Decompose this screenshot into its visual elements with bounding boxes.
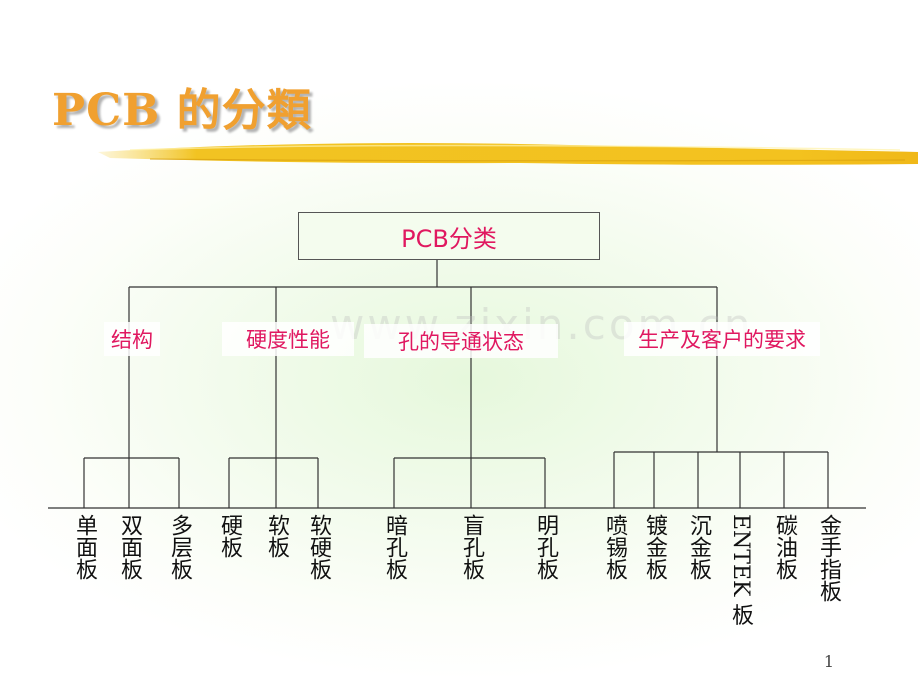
category-node-0: 结构 [104,322,160,356]
category-node-2: 孔的导通状态 [364,324,558,358]
brush-stroke [98,143,918,165]
category-node-1: 硬度性能 [222,322,354,356]
leaf-node-2-1: 盲孔板 [459,514,484,580]
leaf-node-1-0: 硬板 [217,514,242,558]
leaf-node-3-4: 碳油板 [772,514,797,580]
leaf-node-3-2: 沉金板 [686,514,711,580]
leaf-node-3-1: 镀金板 [642,514,667,580]
leaf-node-2-2: 明孔板 [533,514,558,580]
leaf-node-0-1: 双面板 [117,514,142,580]
leaf-node-3-0: 喷锡板 [602,514,627,580]
leaf-node-1-2: 软硬板 [306,514,331,580]
leaf-node-0-2: 多层板 [167,514,192,580]
slide-title: PCB 的分類 [52,85,312,136]
root-node: PCB分类 [298,212,600,260]
leaf-node-0-0: 单面板 [72,514,97,580]
leaf-node-3-5: 金手指板 [816,514,841,602]
leaf-node-1-1: 软板 [264,514,289,558]
leaf-node-3-3: ENTEK 板 [728,514,753,626]
leaf-node-2-0: 暗孔板 [382,514,407,580]
category-node-3: 生产及客户的要求 [624,322,820,356]
page-number: 1 [823,652,834,671]
